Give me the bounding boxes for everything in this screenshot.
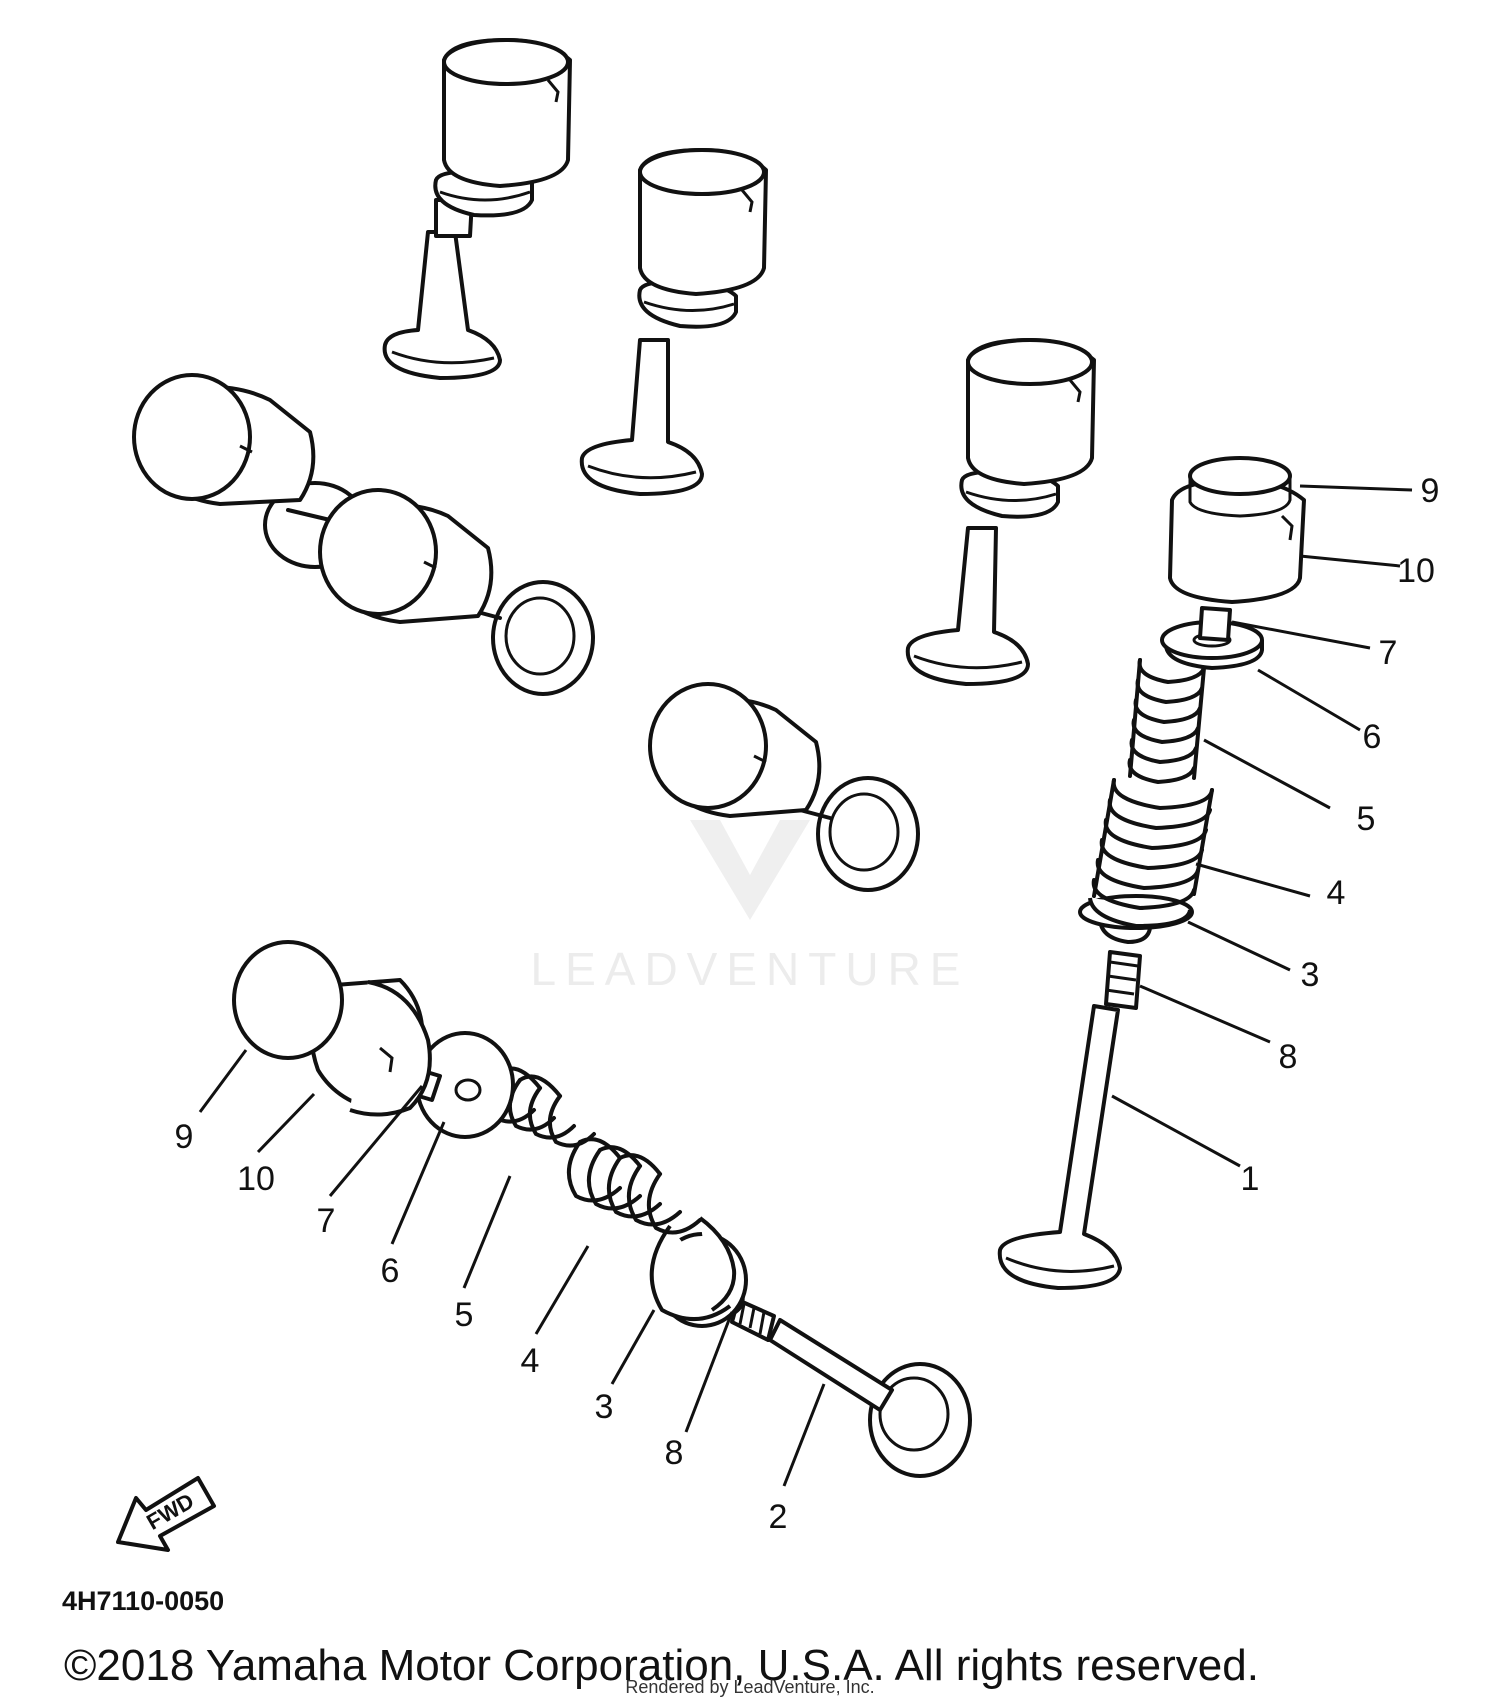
callout-left-2: 2 (769, 1498, 788, 1536)
valve-assembly-top-1 (382, 38, 572, 380)
diagram-code: 4H7110-0050 (62, 1586, 224, 1616)
fwd-arrow-icon: FWD (116, 1476, 216, 1552)
valve-assembly-left-pair (132, 373, 595, 696)
callout-right-8: 8 (1279, 1038, 1298, 1076)
outer-spring-right (1091, 778, 1214, 910)
callout-right-10: 10 (1397, 552, 1435, 590)
callout-right-9: 9 (1421, 472, 1440, 510)
callout-left-10: 10 (237, 1160, 275, 1198)
rendered-by-text: Rendered by LeadVenture, Inc. (625, 1677, 874, 1697)
inner-spring-right (1127, 658, 1206, 784)
valve-assembly-top-2 (579, 148, 768, 496)
valve-assembly-top-3 (905, 338, 1096, 686)
leader-lines-right (1111, 484, 1413, 1168)
callout-left-6: 6 (381, 1252, 400, 1290)
callout-left-4: 4 (521, 1342, 540, 1380)
outer-spring-left (567, 1137, 702, 1235)
callout-right-5: 5 (1357, 800, 1376, 838)
inner-spring-left (488, 1066, 596, 1148)
callout-right-7: 7 (1379, 634, 1398, 672)
watermark: LEADVENTURE (531, 700, 970, 995)
leadventure-logo-icon (690, 700, 810, 920)
copyright-text: ©2018 Yamaha Motor Corporation, U.S.A. A… (64, 1641, 1259, 1690)
callouts-right: 9 10 7 6 5 4 3 8 1 (1241, 472, 1440, 1198)
callout-right-1: 1 (1241, 1160, 1260, 1198)
callout-left-8: 8 (665, 1434, 684, 1472)
callout-left-5: 5 (455, 1296, 474, 1334)
callout-left-9: 9 (175, 1118, 194, 1156)
callouts-left: 9 10 7 6 5 4 3 8 2 (175, 1118, 788, 1536)
valve-exploded-right (997, 456, 1306, 1290)
callout-left-3: 3 (595, 1388, 614, 1426)
callout-right-6: 6 (1363, 718, 1382, 756)
valve-assembly-center (648, 682, 920, 892)
valve-exploded-left (232, 940, 972, 1478)
leader-lines-left (198, 1049, 826, 1487)
callout-left-7: 7 (317, 1202, 336, 1240)
callout-right-4: 4 (1327, 874, 1346, 912)
callout-right-3: 3 (1301, 956, 1320, 994)
watermark-text: LEADVENTURE (531, 943, 970, 995)
